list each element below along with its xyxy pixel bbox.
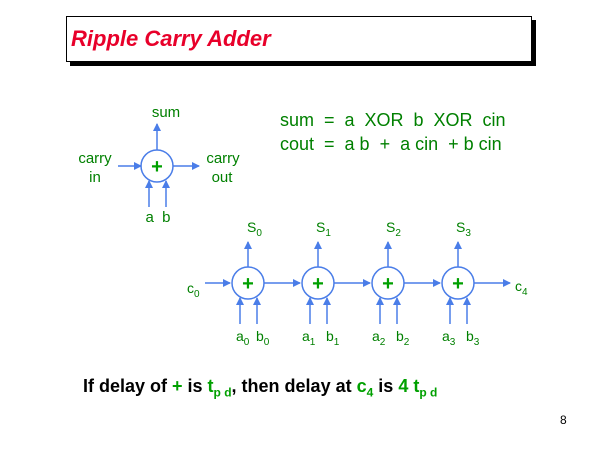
stage-0-a-label: a0 — [236, 328, 250, 348]
delay-t: t — [207, 376, 214, 396]
delay-four-t: 4 t — [398, 376, 420, 396]
single-inputs-label: a b — [145, 209, 170, 226]
stage-1: + S1 a1 b1 — [301, 219, 340, 348]
stage-1-a-label: a1 — [302, 328, 316, 348]
stage-1-plus: + — [312, 273, 324, 295]
stage-3-b-label: b3 — [466, 328, 480, 348]
delay-c: c — [356, 376, 367, 396]
stage-1-sum-label: S1 — [316, 219, 331, 239]
stage-3-a-label: a3 — [442, 328, 456, 348]
delay-text-4: is — [373, 376, 399, 396]
single-adder: + sum carry in carry out a b — [78, 104, 240, 226]
stage-2-sum-label: S2 — [386, 219, 401, 239]
stage-0-b-label: b0 — [256, 328, 270, 348]
delay-c-sub: 4 — [366, 385, 374, 400]
stage-3-plus: + — [452, 273, 464, 295]
cout-equation: cout = a b + a cin + b cin — [280, 134, 502, 154]
delay-statement: If delay of + is tp d, then delay at c4 … — [83, 376, 437, 400]
single-carry-in-label-2: in — [89, 169, 101, 186]
sum-equation: sum = a XOR b XOR cin — [280, 110, 506, 130]
single-adder-plus: + — [151, 156, 163, 178]
delay-text-2: is — [182, 376, 208, 396]
title-box: Ripple Carry Adder — [66, 16, 532, 62]
delay-plus: + — [172, 376, 183, 396]
single-carry-out-label-2: out — [212, 169, 234, 186]
stage-1-b-label: b1 — [326, 328, 340, 348]
stage-2-b-label: b2 — [396, 328, 410, 348]
stage-3: + S3 a3 b3 — [441, 219, 480, 348]
chain-carry-in-label: c0 — [187, 280, 200, 300]
stage-0-sum-label: S0 — [247, 219, 262, 239]
stage-2-plus: + — [382, 273, 394, 295]
single-carry-in-label-1: carry — [78, 150, 112, 167]
stage-3-sum-label: S3 — [456, 219, 471, 239]
delay-pd-2: p d — [419, 385, 438, 400]
stage-0-plus: + — [242, 273, 254, 295]
ripple-chain: c0 + S0 a0 b0 + S1 a1 b1 + — [187, 219, 528, 348]
delay-text-1: If delay of — [83, 376, 173, 396]
delay-pd: p d — [213, 385, 232, 400]
page-number: 8 — [560, 413, 567, 427]
stage-2-a-label: a2 — [372, 328, 386, 348]
stage-0: + S0 a0 b0 — [231, 219, 270, 348]
single-carry-out-label-1: carry — [206, 150, 240, 167]
single-sum-label: sum — [152, 104, 180, 121]
slide-title: Ripple Carry Adder — [71, 26, 271, 51]
chain-carry-out-label: c4 — [515, 278, 528, 298]
delay-text-3: , then delay at — [231, 376, 357, 396]
